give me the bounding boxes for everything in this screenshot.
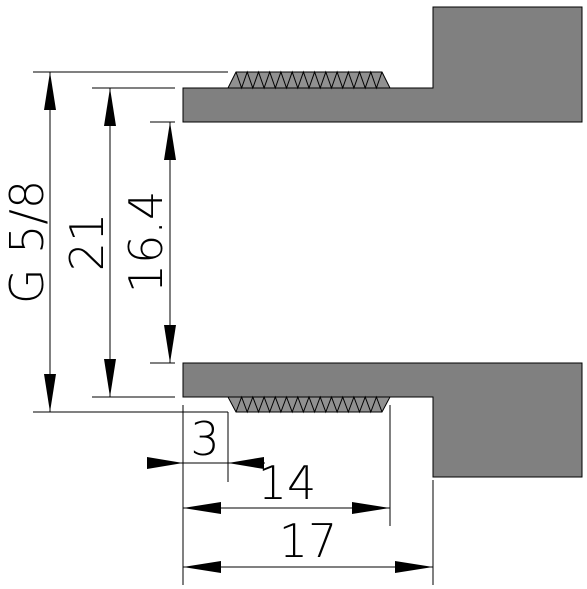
arrow-inner-diameter-bottom (164, 325, 176, 363)
upper-thread-zigzag (235, 70, 383, 90)
label-thread-size: G 5/8 (0, 180, 54, 304)
arrow-inner-diameter-top (164, 122, 176, 160)
arrow-total-length-right (395, 561, 433, 573)
arrow-thread-length-right (352, 502, 390, 514)
arrow-start-offset-right (228, 457, 264, 469)
arrow-outer-diameter-top (104, 88, 116, 126)
label-total-length: 17 (279, 514, 338, 568)
arrow-start-offset-left (147, 457, 183, 469)
label-inner-diameter: 16.4 (119, 191, 173, 293)
label-thread-length: 14 (258, 456, 317, 510)
arrow-outer-diameter-bottom (104, 359, 116, 397)
arrow-total-length-left (183, 561, 221, 573)
arrow-thread-size-top (44, 72, 56, 110)
arrow-thread-size-bottom (44, 374, 56, 412)
upper-body (182, 6, 583, 123)
label-outer-diameter: 21 (60, 213, 114, 272)
lower-thread-zigzag (235, 395, 383, 414)
arrow-thread-length-left (183, 502, 221, 514)
lower-body (182, 362, 583, 478)
label-start-offset: 3 (190, 412, 219, 466)
